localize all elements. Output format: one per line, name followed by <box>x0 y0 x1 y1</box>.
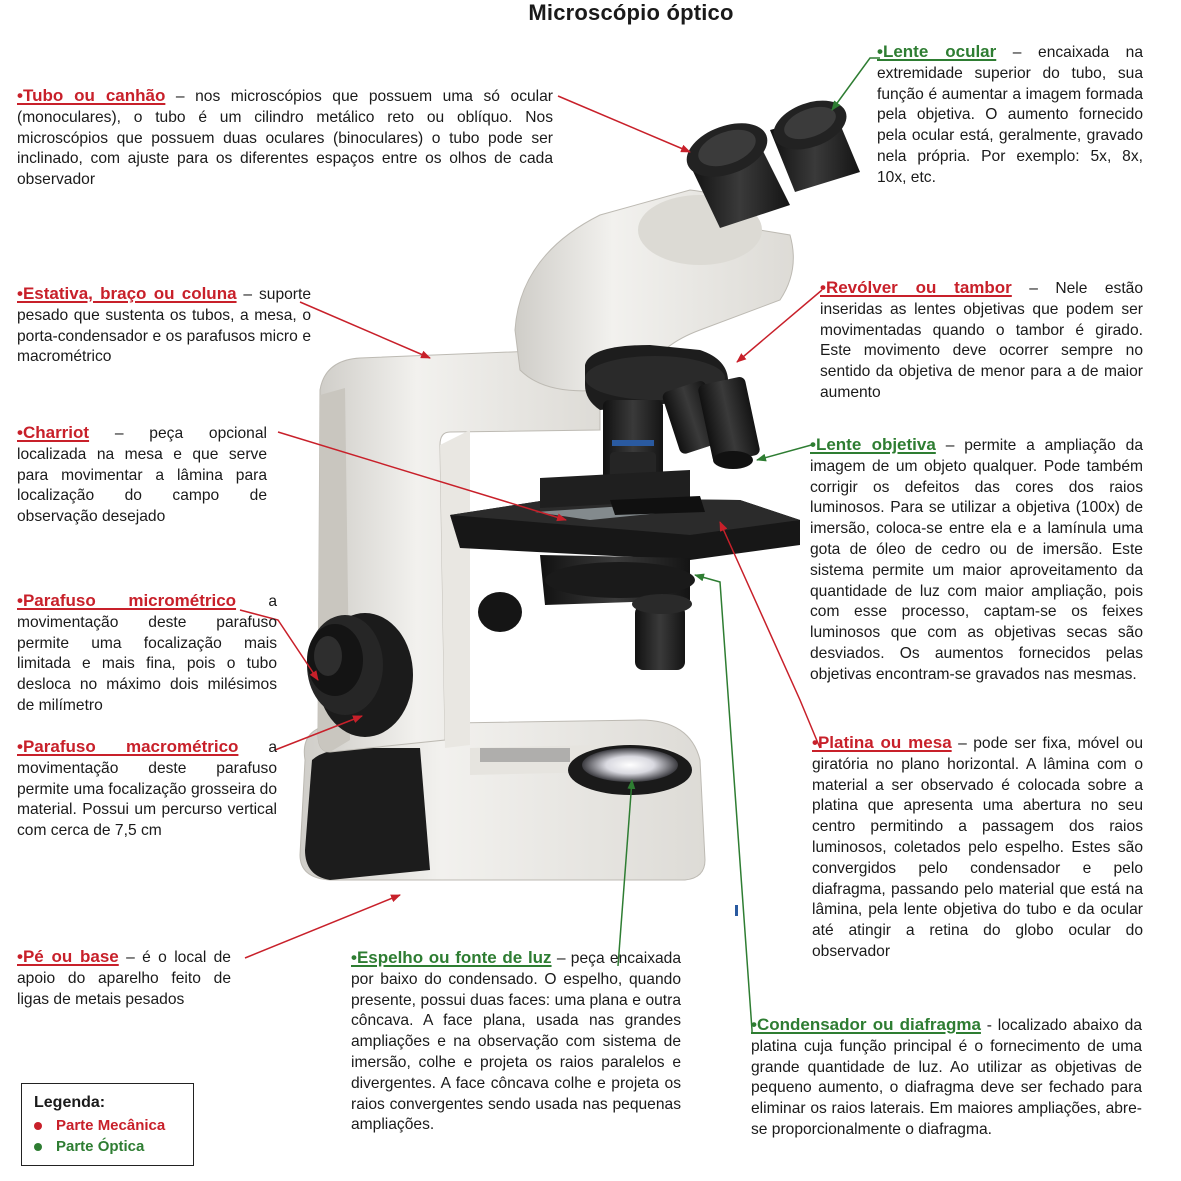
annotation-condensador: •Condensador ou diafragma - localizado a… <box>751 1015 1142 1141</box>
legend-item-mecanica: Parte Mecânica <box>34 1115 193 1136</box>
page-title: Microscópio óptico <box>528 0 734 25</box>
annotation-platina: •Platina ou mesa – pode ser fixa, móvel … <box>812 733 1143 963</box>
arrow-objetiva <box>756 443 816 462</box>
small-mark <box>735 905 738 916</box>
arrow-micrometrico <box>239 609 319 681</box>
focus-knob-macro <box>307 613 413 737</box>
annotation-revolver: •Revólver ou tambor – Nele estão inserid… <box>820 278 1143 404</box>
arrow-estativa <box>299 301 431 359</box>
legend-label-mecanica: Parte Mecânica <box>56 1117 166 1134</box>
annotation-condensador-text: - localizado abaixo da platina cuja funç… <box>751 1017 1143 1138</box>
legend-label-optica: Parte Óptica <box>56 1138 145 1155</box>
annotation-pe-heading: •Pé ou base <box>17 947 119 966</box>
annotation-objetiva-heading: •Lente objetiva <box>810 435 936 454</box>
green-dot-icon <box>34 1142 42 1151</box>
microscope-stage <box>450 470 800 560</box>
annotation-tubo: •Tubo ou canhão – nos microscópios que p… <box>17 86 553 191</box>
arrow-revolver <box>736 289 823 363</box>
annotation-ocular-text: – encaixada na extremidade superior do t… <box>877 44 1144 186</box>
arrow-pe <box>244 894 401 959</box>
annotation-charriot-heading: •Charriot <box>17 423 90 442</box>
annotation-macrometrico-heading: •Parafuso macrométrico <box>17 737 239 756</box>
annotation-espelho: •Espelho ou fonte de luz – peça encaixad… <box>351 948 681 1136</box>
annotation-macrometrico-text: a movimentação deste parafuso permite um… <box>17 739 277 840</box>
annotation-pe-text: – é o local de apoio do aparelho feito d… <box>17 949 231 1008</box>
annotation-condensador-heading: •Condensador ou diafragma <box>751 1015 981 1034</box>
annotation-tubo-heading: •Tubo ou canhão <box>17 86 166 105</box>
arrow-tubo <box>557 95 691 153</box>
annotation-macrometrico: •Parafuso macrométrico a movimentação de… <box>17 737 277 842</box>
arrow-condensador <box>694 573 753 1032</box>
annotation-objetiva: •Lente objetiva – permite a ampliação da… <box>810 435 1143 686</box>
legend: Legenda: Parte Mecânica Parte Óptica <box>21 1083 194 1166</box>
objective-lenses <box>603 377 760 492</box>
annotation-micrometrico: •Parafuso micrométrico a movimentação de… <box>17 591 277 717</box>
annotation-pe: •Pé ou base – é o local de apoio do apar… <box>17 947 231 1010</box>
arrow-macrometrico <box>274 715 363 751</box>
annotation-platina-text: – pode ser fixa, móvel ou giratória no p… <box>812 735 1144 960</box>
annotation-ocular: •Lente ocular – encaixada na extremidade… <box>877 42 1143 189</box>
annotation-charriot-text: – peça opcional localizada na mesa e que… <box>17 425 267 526</box>
annotation-revolver-heading: •Revólver ou tambor <box>820 278 1012 297</box>
arrow-espelho <box>617 779 636 967</box>
annotation-tubo-text: – nos microscópios que possuem uma só oc… <box>17 88 553 189</box>
annotation-estativa: •Estativa, braço ou coluna – suporte pes… <box>17 284 311 368</box>
microscope-condenser <box>478 555 695 670</box>
annotation-espelho-text: – peça encaixada por baixo do condensado… <box>351 950 682 1134</box>
annotation-revolver-text: – Nele estão inseridas as lentes objetiv… <box>820 280 1143 401</box>
light-source <box>568 745 692 795</box>
annotation-objetiva-text: – permite a ampliação da imagem de um ob… <box>810 437 1143 683</box>
annotation-estativa-text: – suporte pesado que sustenta os tubos, … <box>17 286 311 366</box>
annotation-micrometrico-heading: •Parafuso micrométrico <box>17 591 237 610</box>
red-dot-icon <box>34 1121 42 1130</box>
annotation-ocular-heading: •Lente ocular <box>877 42 997 61</box>
legend-item-optica: Parte Óptica <box>34 1136 193 1157</box>
annotation-micrometrico-text: a movimentação deste parafuso permite um… <box>17 593 277 714</box>
microscope-head <box>514 100 860 392</box>
annotation-platina-heading: •Platina ou mesa <box>812 733 952 752</box>
arrow-charriot <box>277 431 567 522</box>
annotation-charriot: •Charriot – peça opcional localizada na … <box>17 423 267 528</box>
arrow-ocular <box>831 57 880 111</box>
annotation-estativa-heading: •Estativa, braço ou coluna <box>17 284 237 303</box>
arrow-platina <box>719 521 821 749</box>
legend-title: Legenda: <box>34 1094 106 1111</box>
annotation-espelho-heading: •Espelho ou fonte de luz <box>351 948 552 967</box>
